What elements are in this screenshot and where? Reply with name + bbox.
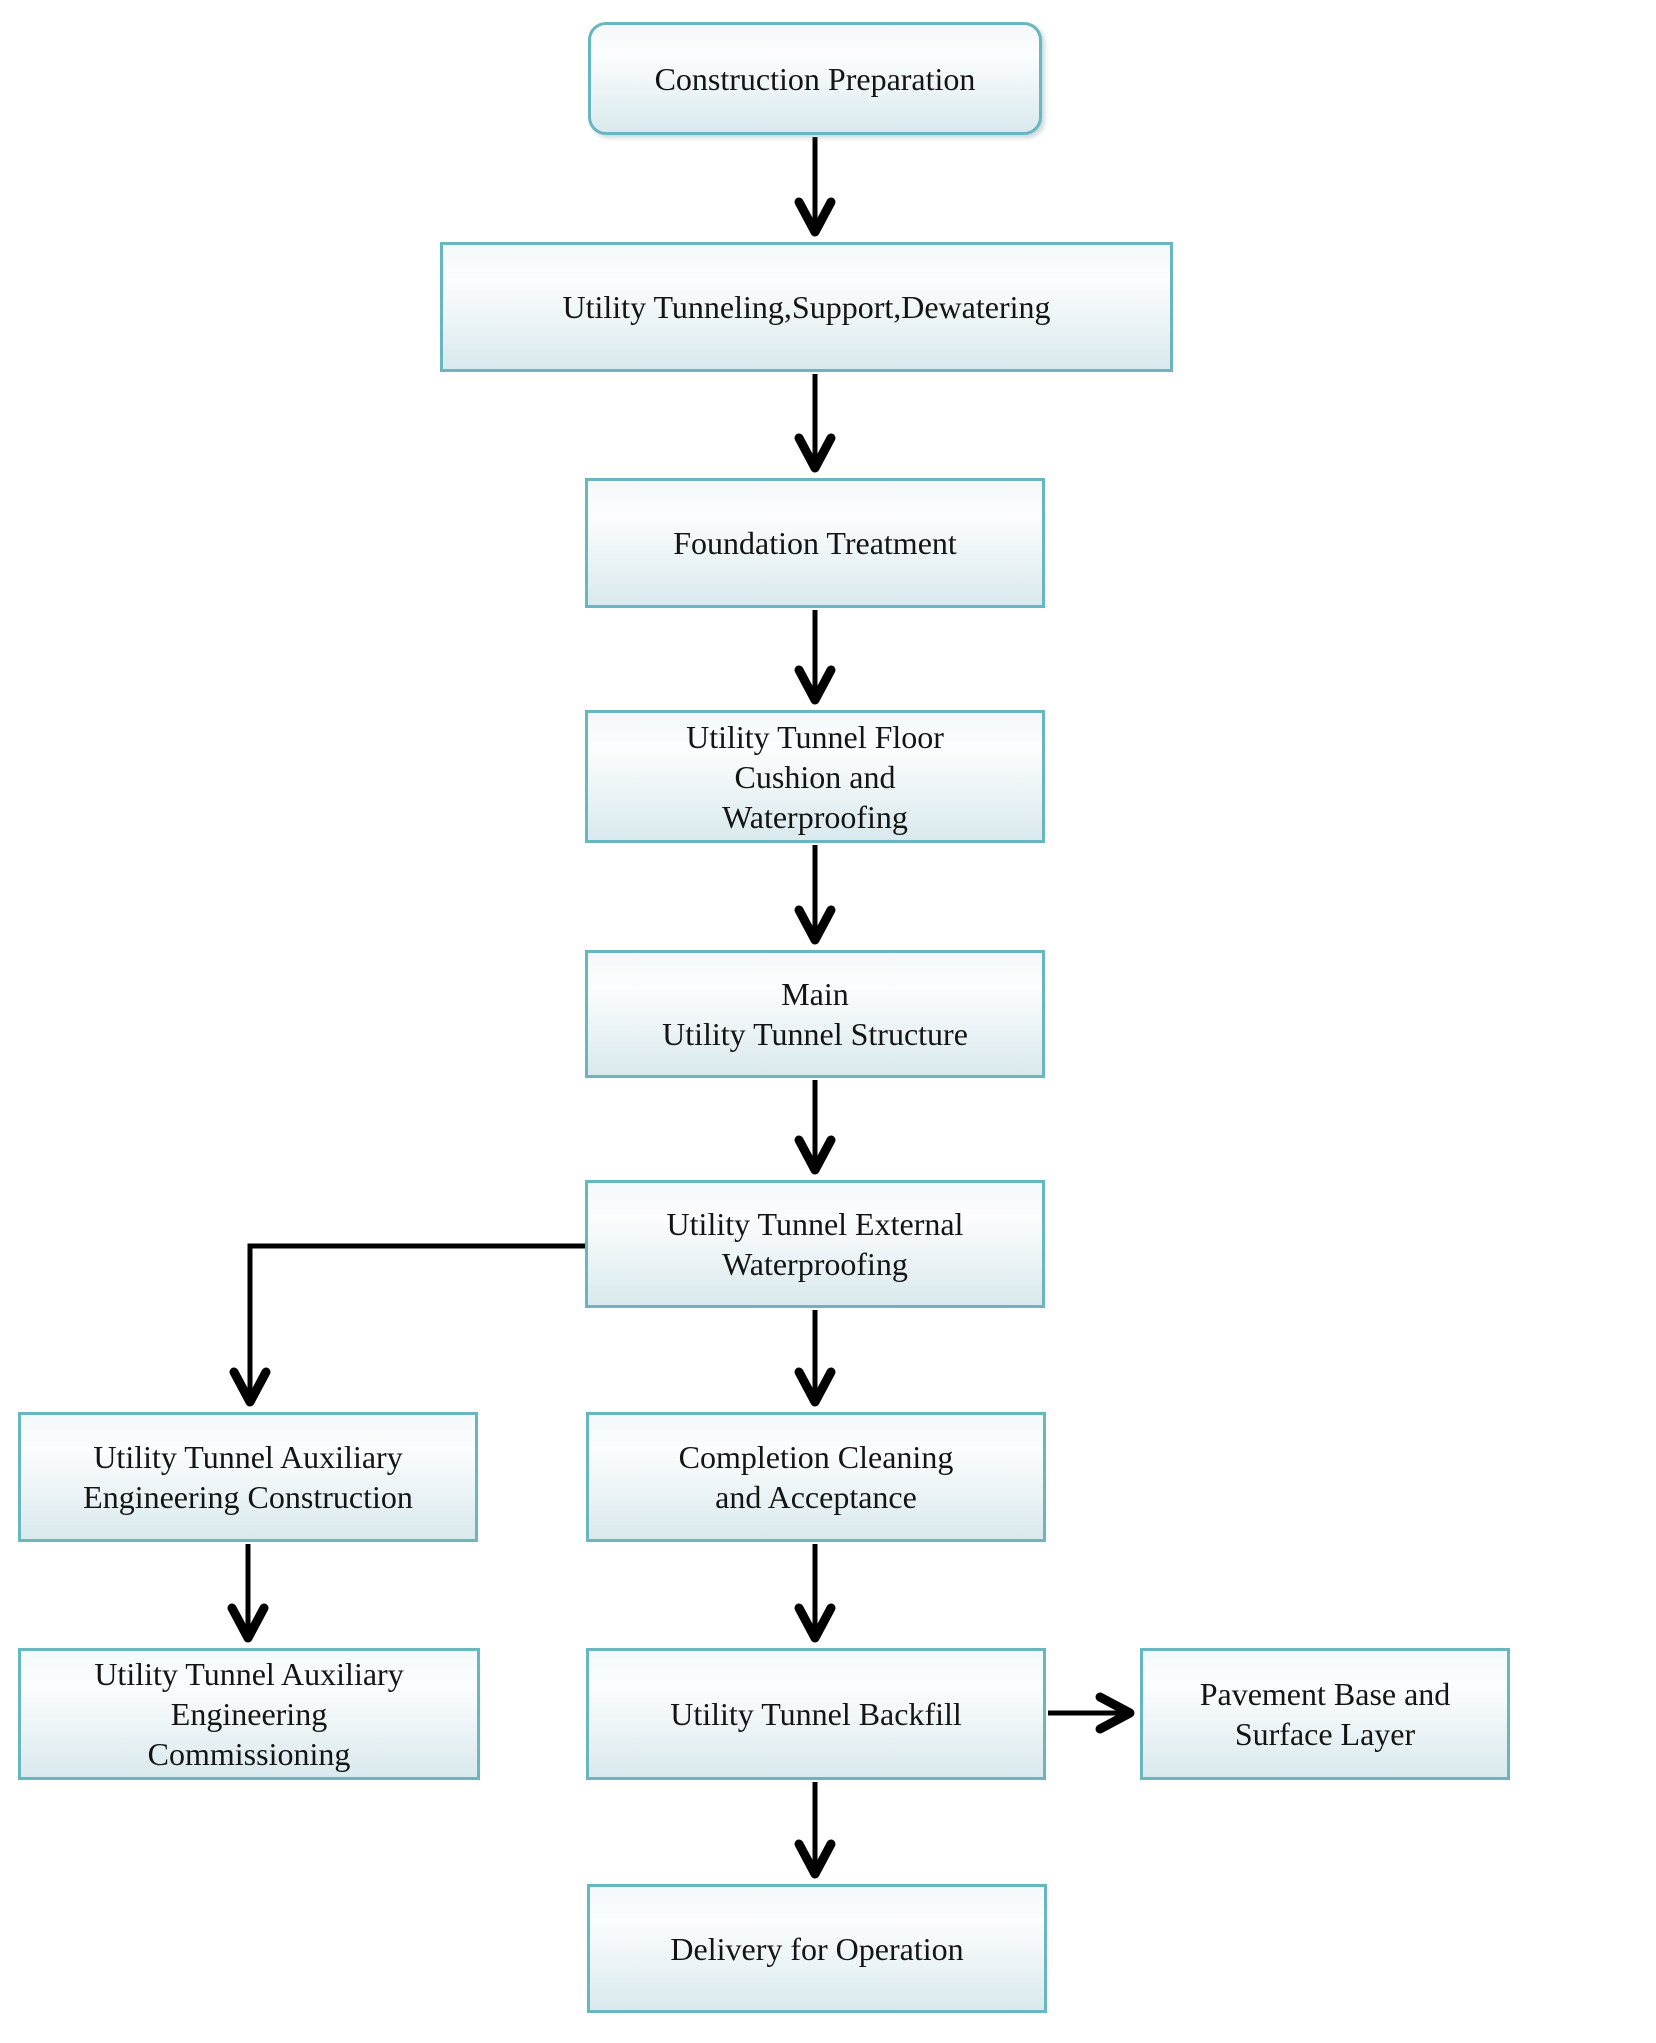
node-floor-cushion-waterproofing: Utility Tunnel Floor Cushion and Waterpr… <box>585 710 1045 843</box>
node-auxiliary-commissioning: Utility Tunnel Auxiliary Engineering Com… <box>18 1648 480 1780</box>
edge-external-waterproofing-to-auxiliary-construction <box>229 1243 585 1407</box>
node-floor-cushion-waterproofing-label: Utility Tunnel Floor Cushion and Waterpr… <box>686 718 944 835</box>
node-external-waterproofing: Utility Tunnel External Waterproofing <box>585 1180 1045 1308</box>
node-completion-cleaning: Completion Cleaning and Acceptance <box>586 1412 1046 1542</box>
node-auxiliary-construction-label: Utility Tunnel Auxiliary Engineering Con… <box>83 1439 413 1515</box>
node-construction-preparation-label: Construction Preparation <box>654 60 976 97</box>
node-completion-cleaning-label: Completion Cleaning and Acceptance <box>678 1439 954 1515</box>
node-delivery-operation: Delivery for Operation <box>587 1884 1047 2013</box>
node-main-structure-label: Main Utility Tunnel Structure <box>662 976 968 1052</box>
node-delivery-operation-label: Delivery for Operation <box>670 1930 964 1967</box>
node-auxiliary-commissioning-label: Utility Tunnel Auxiliary Engineering Com… <box>94 1656 404 1772</box>
node-pavement-base: Pavement Base and Surface Layer <box>1140 1648 1510 1780</box>
node-tunneling-support-dewatering-label: Utility Tunneling,Support,Dewatering <box>562 289 1051 325</box>
node-foundation-treatment-label: Foundation Treatment <box>673 525 957 561</box>
node-construction-preparation: Construction Preparation <box>588 22 1042 135</box>
node-auxiliary-construction: Utility Tunnel Auxiliary Engineering Con… <box>18 1412 478 1542</box>
node-foundation-treatment: Foundation Treatment <box>585 478 1045 608</box>
node-main-structure: Main Utility Tunnel Structure <box>585 950 1045 1078</box>
node-tunnel-backfill-label: Utility Tunnel Backfill <box>670 1696 962 1732</box>
node-pavement-base-label: Pavement Base and Surface Layer <box>1199 1676 1451 1752</box>
node-external-waterproofing-label: Utility Tunnel External Waterproofing <box>666 1206 964 1282</box>
node-tunneling-support-dewatering: Utility Tunneling,Support,Dewatering <box>440 242 1173 372</box>
node-tunnel-backfill: Utility Tunnel Backfill <box>586 1648 1046 1780</box>
